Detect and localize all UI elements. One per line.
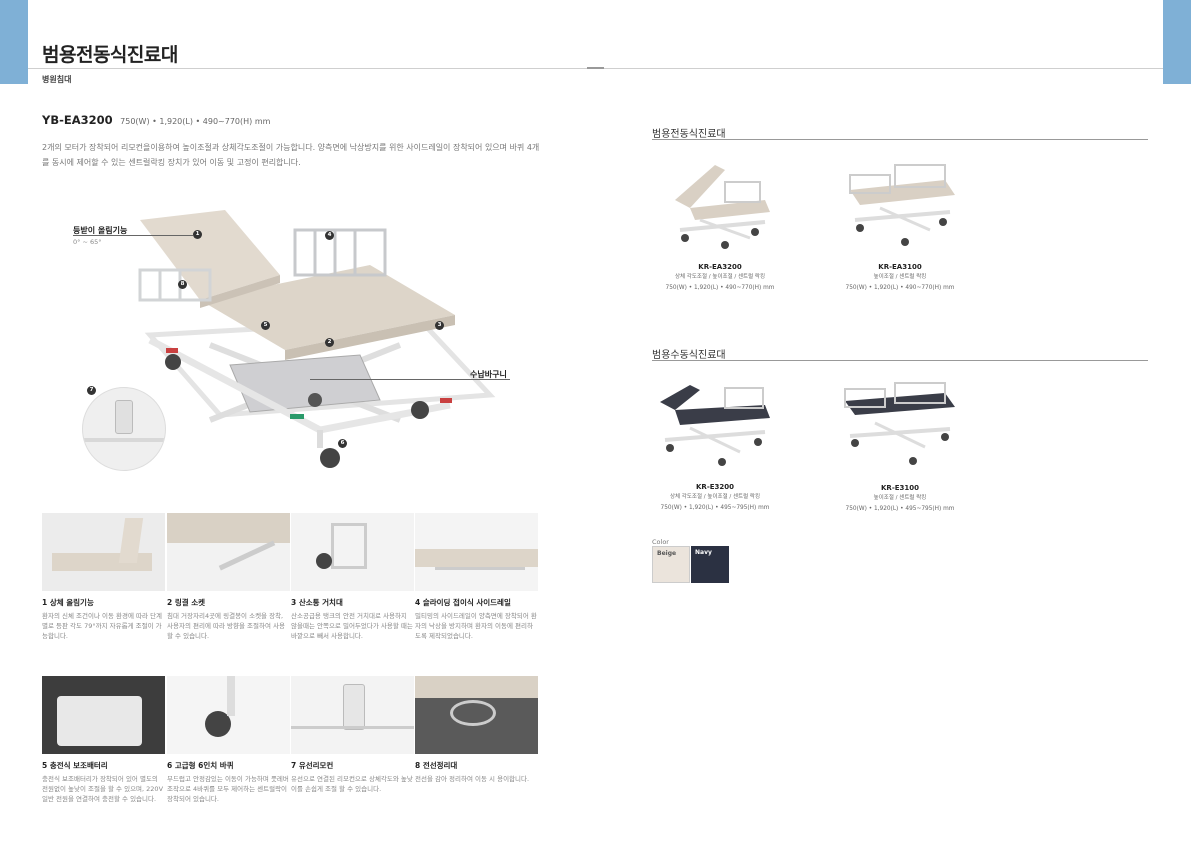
badge-3: 3	[435, 321, 444, 330]
feature-card: 7 유선리모컨 유선으로 연결된 리모컨으로 상체각도와 높낮이를 손쉽게 조절…	[291, 676, 414, 794]
product-name: KR-EA3100	[878, 263, 922, 271]
product-desc: 상체 각도조절 / 높이조절 / 센트럴 락킹	[669, 494, 761, 500]
product-image	[675, 165, 770, 249]
color-swatch-beige: Beige	[652, 546, 690, 583]
corner-accent-left	[0, 0, 28, 84]
product-card: KR-E3100 높이조절 / 센트럴 락킹 750(W) • 1,920(L)…	[835, 381, 965, 512]
feature-photo	[291, 513, 414, 591]
feature-desc: 유선으로 연결된 리모컨으로 상체각도와 높낮이를 손쉽게 조절 할 수 있습니…	[291, 775, 413, 793]
feature-card: 2 링결 소켓 침대 거장자리4곳에 링결봉이 소켓을 장착, 사용자의 편리에…	[167, 513, 290, 641]
feature-card: 1 상체 올림기능 환자의 신체 조건이나 이동 환경에 따라 단계별로 등판 …	[42, 513, 165, 641]
badge-1: 1	[193, 230, 202, 239]
basket-callout-line	[310, 379, 510, 380]
feature-title: 6 고급형 6인치 바퀴	[167, 761, 234, 770]
product-card: KR-EA3100 높이조절 / 센트럴 락킹 750(W) • 1,920(L…	[835, 160, 965, 291]
feature-desc: 침대 거장자리4곳에 링결봉이 소켓을 장착, 사용자의 편리에 따라 방향을 …	[167, 612, 285, 640]
feature-title: 8 전선정리대	[415, 761, 458, 770]
color-swatch-navy: Navy	[691, 546, 729, 583]
manual-section-title: 범용수동식진료대	[652, 350, 726, 361]
badge-8: 8	[178, 280, 187, 289]
model-code: YB-EA3200	[42, 113, 113, 127]
feature-card: 3 산소통 거치대 산소공급용 탱크의 안전 거치대로 사용하지 않을때는 안쪽…	[291, 513, 414, 641]
product-card: KR-E3200 상체 각도조절 / 높이조절 / 센트럴 락킹 750(W) …	[650, 380, 780, 511]
feature-title: 7 유선리모컨	[291, 761, 334, 770]
product-spec: 750(W) • 1,920(L) • 490~770(H) mm	[845, 285, 955, 291]
manual-section-rule	[652, 360, 1148, 361]
backrest-callout-title: 등받이 올림기능	[73, 226, 128, 235]
backrest-callout-line	[73, 235, 193, 236]
feature-photo	[42, 513, 165, 591]
feature-desc: 환자의 신체 조건이나 이동 환경에 따라 단계별로 등판 각도 79°까지 자…	[42, 612, 163, 640]
feature-photo	[42, 676, 165, 754]
product-spec: 750(W) • 1,920(L) • 495~795(H) mm	[660, 505, 770, 511]
badge-6: 6	[338, 439, 347, 448]
badge-7: 7	[87, 386, 96, 395]
feature-desc: 전선을 감아 정리하여 이동 시 용이합니다.	[415, 775, 530, 783]
product-image	[844, 382, 955, 465]
product-spec: 750(W) • 1,920(L) • 490~770(H) mm	[665, 285, 775, 291]
feature-card: 4 슬라이딩 접이식 사이드레일 밀티밍의 사이드레일이 양측면에 장착되어 환…	[415, 513, 538, 641]
section-label: 병원침대	[42, 75, 72, 84]
badge-4: 4	[325, 231, 334, 240]
page-title: 범용전동식진료대	[42, 44, 178, 66]
model-spec: 750(W) • 1,920(L) • 490~770(H) mm	[120, 117, 271, 126]
feature-title: 5 충전식 보조배터리	[42, 761, 108, 770]
product-desc: 높이조절 / 센트럴 락킹	[873, 274, 927, 280]
feature-desc: 부드럽고 안정감있는 이동이 가능하며 풋레버 조작으로 4바퀴를 모두 제어하…	[167, 775, 289, 803]
feature-card: 5 충전식 보조배터리 충전식 보조배터리가 장착되어 있어 별도의 전원없이 …	[42, 676, 165, 804]
feature-photo	[167, 513, 290, 591]
feature-title: 1 상체 올림기능	[42, 598, 94, 607]
feature-photo	[415, 676, 538, 754]
product-description: 2개의 모터가 장착되어 리모컨을이용하여 높이조절과 상체각도조절이 가능합니…	[42, 143, 540, 167]
feature-title: 4 슬라이딩 접이식 사이드레일	[415, 598, 511, 607]
product-desc: 높이조절 / 센트럴 락킹	[873, 495, 927, 501]
feature-desc: 산소공급용 탱크의 안전 거치대로 사용하지 않을때는 안쪽으로 밀어두었다가 …	[291, 612, 413, 640]
badge-5: 5	[261, 321, 270, 330]
electric-section-rule	[652, 139, 1148, 140]
product-name: KR-E3200	[696, 483, 734, 491]
electric-section-title: 범용전동식진료대	[652, 129, 726, 140]
product-card: KR-EA3200 상체 각도조절 / 높이조절 / 센트럴 락킹 750(W)…	[655, 160, 785, 291]
product-name: KR-E3100	[881, 484, 919, 492]
feature-card: 6 고급형 6인치 바퀴 부드럽고 안정감있는 이동이 가능하며 풋레버 조작으…	[167, 676, 290, 804]
basket-callout: 수납바구니	[470, 370, 507, 379]
feature-card: 8 전선정리대 전선을 감아 정리하여 이동 시 용이합니다.	[415, 676, 538, 784]
feature-photo	[415, 513, 538, 591]
corner-accent-right	[1163, 0, 1191, 84]
product-spec: 750(W) • 1,920(L) • 495~795(H) mm	[845, 506, 955, 512]
header-mark	[587, 67, 604, 69]
backrest-callout-range: 0° ~ 65°	[73, 238, 102, 246]
feature-title: 2 링결 소켓	[167, 598, 206, 607]
product-desc: 상체 각도조절 / 높이조절 / 센트럴 락킹	[674, 274, 766, 280]
model-line: YB-EA3200 750(W) • 1,920(L) • 490~770(H)…	[42, 113, 270, 127]
feature-desc: 충전식 보조배터리가 장착되어 있어 별도의 전원없이 높낮이 조절을 할 수 …	[42, 775, 164, 803]
feature-photo	[291, 676, 414, 754]
remote-inset-image	[82, 387, 166, 471]
color-label: Color	[652, 538, 669, 546]
product-name: KR-EA3200	[698, 263, 742, 271]
product-image	[660, 385, 770, 466]
badge-2: 2	[325, 338, 334, 347]
feature-desc: 밀티밍의 사이드레일이 양측면에 장착되어 환자의 낙상을 방지하며 환자의 이…	[415, 612, 537, 640]
feature-title: 3 산소통 거치대	[291, 598, 343, 607]
feature-photo	[167, 676, 290, 754]
product-image	[849, 164, 955, 246]
